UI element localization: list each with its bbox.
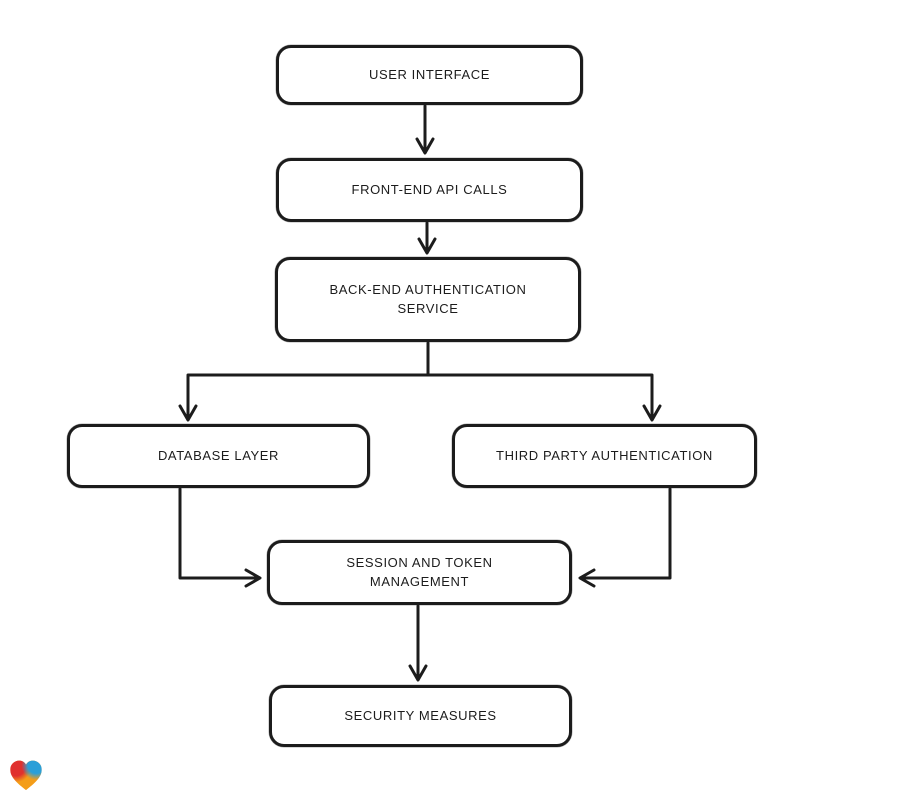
node-database-layer: DATABASE LAYER	[67, 424, 370, 488]
node-third-party-authentication: THIRD PARTY AUTHENTICATION	[452, 424, 757, 488]
node-user-interface: USER INTERFACE	[276, 45, 583, 105]
node-back-end-authentication-service-label: BACK-END AUTHENTICATION SERVICE	[329, 281, 527, 316]
gradient-heart-logo[interactable]	[8, 757, 44, 794]
node-session-and-token-management: SESSION AND TOKEN MANAGEMENT	[267, 540, 572, 605]
node-front-end-api-calls: FRONT-END API CALLS	[276, 158, 583, 222]
node-security-measures: SECURITY MEASURES	[269, 685, 572, 747]
edge-front-end-to-back-end	[417, 221, 437, 255]
node-database-layer-label: DATABASE LAYER	[157, 447, 280, 463]
edge-user-interface-to-front-end	[415, 104, 435, 155]
node-user-interface-label: USER INTERFACE	[368, 66, 491, 82]
edge-third-party-to-session	[578, 487, 672, 588]
node-front-end-api-calls-label: FRONT-END API CALLS	[351, 181, 508, 197]
node-security-measures-label: SECURITY MEASURES	[344, 707, 497, 723]
edge-session-to-security	[408, 604, 428, 682]
node-back-end-authentication-service: BACK-END AUTHENTICATION SERVICE	[275, 257, 581, 342]
edge-back-end-branch	[178, 341, 662, 422]
edge-database-to-session	[178, 487, 262, 588]
node-session-and-token-management-label: SESSION AND TOKEN MANAGEMENT	[346, 554, 493, 589]
node-third-party-authentication-label: THIRD PARTY AUTHENTICATION	[496, 447, 713, 463]
